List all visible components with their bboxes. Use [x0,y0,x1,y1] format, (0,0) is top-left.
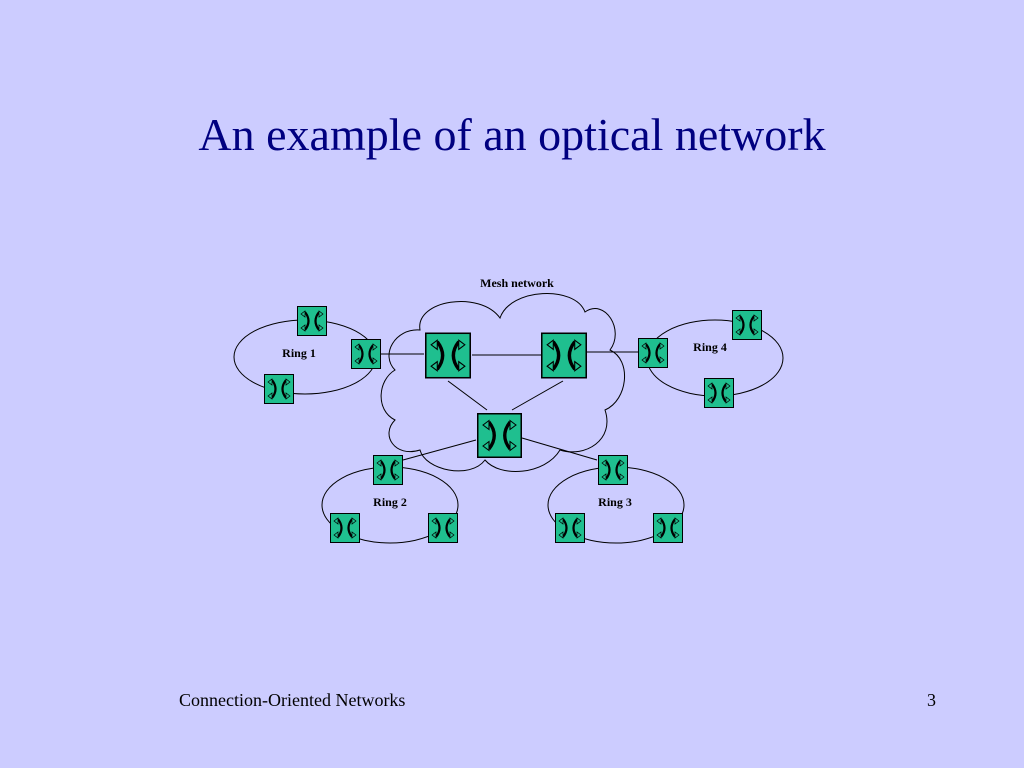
mesh-network-label: Mesh network [480,276,554,290]
ring-2-switch-bottom-right [428,513,458,543]
slide-title: An example of an optical network [198,109,826,160]
mesh-switch-left [425,331,471,380]
link-mesh-right-center [511,380,564,411]
link-mesh-left-center [447,380,488,411]
link-ring2-mesh [402,439,477,461]
ring-1-switch-right [351,339,381,369]
page-number: 3 [927,690,936,710]
ring-4-label: Ring 4 [693,340,727,354]
mesh-switch-right [541,331,587,380]
ring-1-switch-top [297,306,327,336]
ring-1-switch-bottom [264,374,294,404]
ring-4-switch-left [638,338,668,368]
ring-3-switch-top [598,455,628,485]
ring-4-switch-top [732,310,762,340]
ring-1-label: Ring 1 [282,346,316,360]
links [381,351,638,461]
ring-2-switch-bottom-left [330,513,360,543]
ring-2-switch-top [373,455,403,485]
mesh-switch-center [477,411,522,460]
ring-3-label: Ring 3 [598,495,632,509]
ring-3-switch-bottom-left [555,513,585,543]
ring-3-switch-bottom-right [653,513,683,543]
footer-text: Connection-Oriented Networks [179,690,406,710]
ring-4-switch-bottom [704,378,734,408]
link-ring3-mesh [521,437,598,461]
ring-2-label: Ring 2 [373,495,407,509]
